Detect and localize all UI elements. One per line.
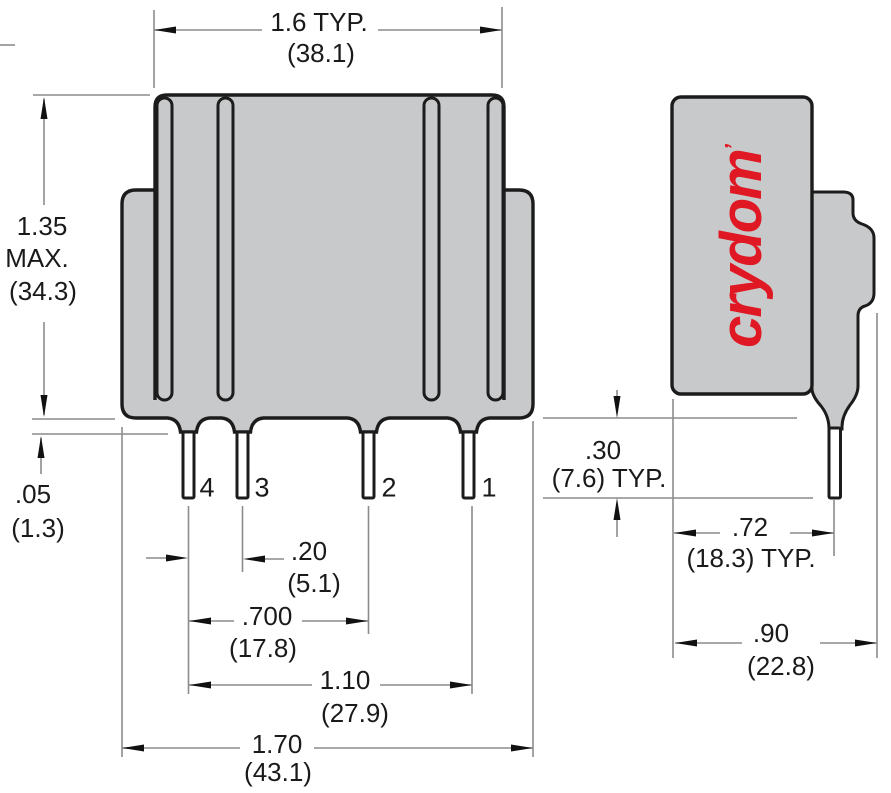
heatsink-ridge [422, 96, 441, 402]
pin-1 [461, 430, 476, 500]
dim-standoff-primary: .05 [14, 479, 52, 509]
dim-standoff-metric: (1.3) [11, 513, 65, 543]
dim-depth-body-metric: (18.3) TYP. [686, 543, 816, 573]
dim-span-outer-primary: 1.10 [319, 665, 371, 695]
dim-overall-primary: 1.70 [251, 729, 303, 759]
dim-depth-overall-primary: .90 [752, 618, 790, 648]
dim-pin-length-primary: .30 [584, 435, 622, 465]
pin-label-3: 3 [254, 472, 270, 503]
dim-span-mid-metric: (17.8) [229, 633, 297, 663]
pin-3 [235, 430, 250, 500]
heatsink-ridge [486, 96, 505, 402]
heatsink-ridge [155, 96, 174, 402]
side-housing-protrusion [810, 190, 876, 431]
dim-span-outer-metric: (27.9) [321, 698, 389, 728]
dim-pin-length-metric: (7.6) TYP. [551, 463, 667, 493]
side-pin [827, 426, 842, 500]
pin-label-1: 1 [481, 472, 497, 503]
front-view [120, 93, 535, 500]
dim-span-mid-primary: .700 [241, 601, 293, 631]
pin-label-2: 2 [381, 472, 397, 503]
dim-depth-body-primary: .72 [731, 512, 769, 542]
dim-height-primary: 1.35 [16, 211, 68, 241]
pin-2 [361, 430, 376, 500]
heatsink-ridge [216, 96, 235, 402]
arrowheads [37, 26, 877, 752]
pin-4 [181, 430, 196, 500]
dim-top-width-metric: (38.1) [287, 38, 355, 68]
side-heatsink-slab [670, 95, 814, 396]
dim-depth-overall-metric: (22.8) [747, 651, 815, 681]
pin-label-4: 4 [199, 472, 215, 503]
dim-pitch-metric: (5.1) [287, 568, 341, 598]
side-view [670, 95, 876, 500]
dim-height-metric: (34.3) [9, 276, 77, 306]
dim-overall-metric: (43.1) [244, 757, 312, 787]
front-heatsink-fill [155, 95, 504, 400]
dim-pitch-primary: .20 [290, 536, 328, 566]
dim-height-qualifier: MAX. [5, 243, 69, 273]
dim-top-width-primary: 1.6 TYP. [270, 7, 368, 37]
